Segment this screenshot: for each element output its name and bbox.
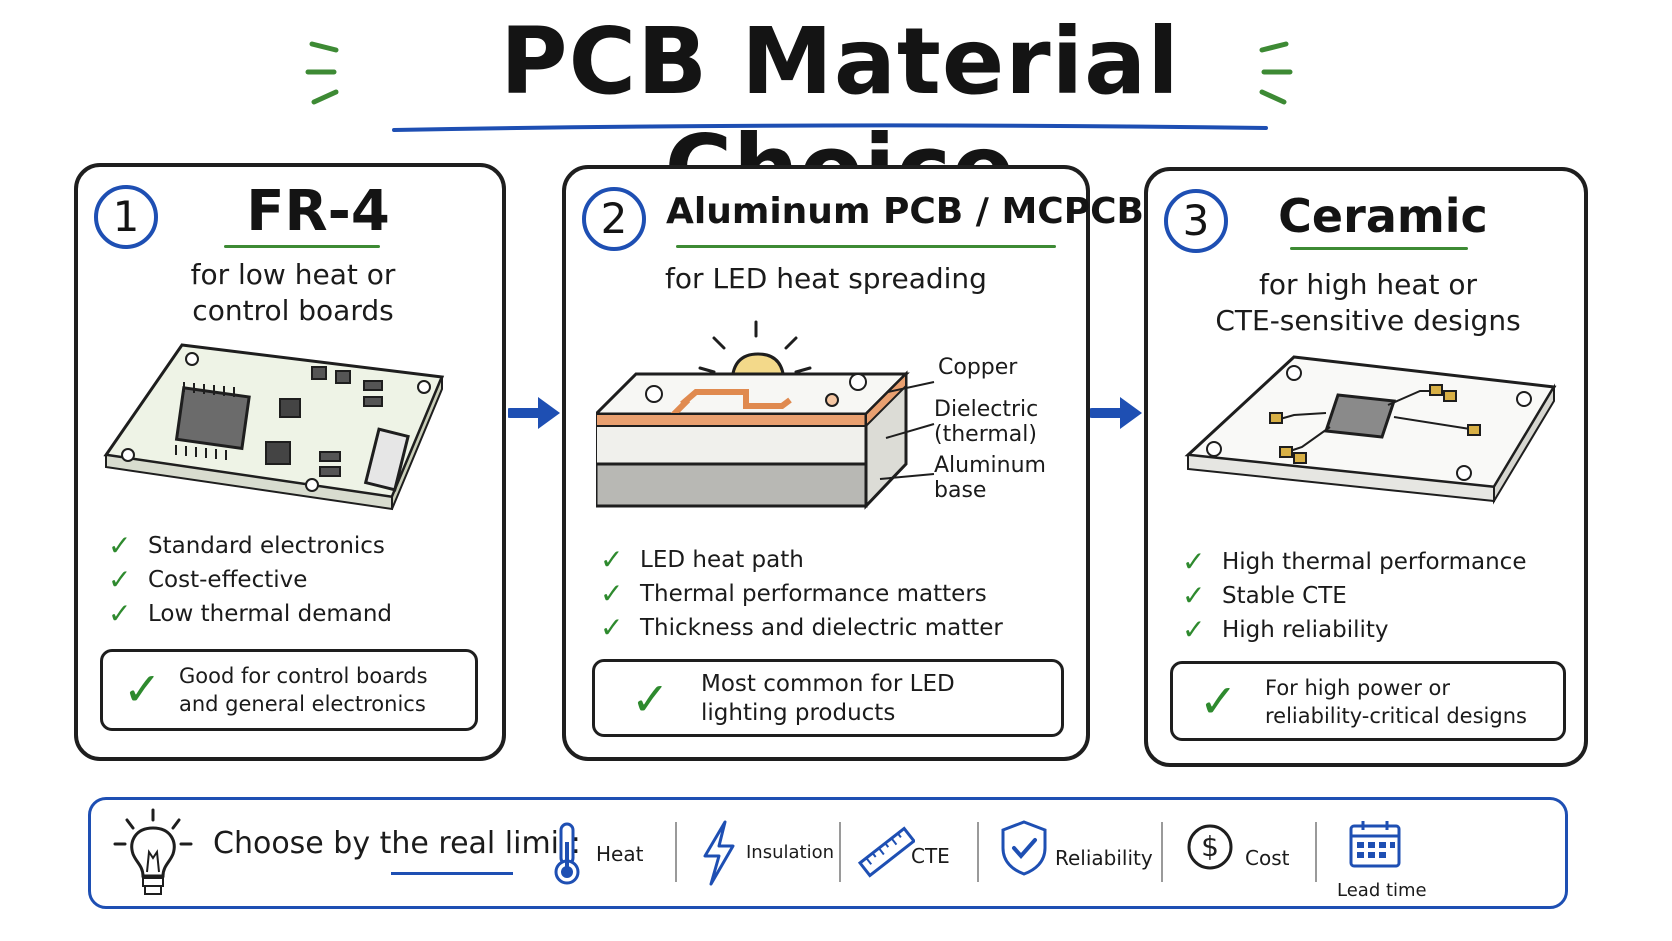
title-area: PCB Material Choice	[0, 0, 1672, 222]
list-item: ✓ Low thermal demand	[108, 597, 392, 631]
divider	[977, 822, 979, 882]
card-subtitle: for low heat or control boards	[190, 258, 396, 327]
check-icon: ✓	[1199, 674, 1238, 728]
check-icon: ✓	[631, 672, 670, 726]
summary-note: ✓ Most common for LED lighting products	[592, 659, 1064, 737]
layer-label-aluminum-base: Aluminum base	[934, 453, 1046, 503]
card-number-badge: 2	[582, 187, 646, 251]
check-icon: ✓	[108, 563, 132, 596]
check-icon: ✓	[600, 611, 624, 644]
benefit-text: Cost-effective	[148, 567, 308, 593]
check-icon: ✓	[108, 597, 132, 630]
benefit-text: Low thermal demand	[148, 601, 393, 627]
layer-label-dielectric: Dielectric (thermal)	[934, 397, 1039, 447]
benefit-text: High thermal performance	[1222, 549, 1527, 575]
card-ceramic: 3 Ceramic for high heat or CTE-sensitive…	[1144, 167, 1588, 767]
list-item: ✓ LED heat path	[600, 543, 1003, 577]
benefit-text: Thermal performance matters	[640, 581, 987, 607]
card-aluminum-mcpcb: 2 Aluminum PCB / MCPCB for LED heat spre…	[562, 165, 1144, 761]
ceramic-benefit-list: ✓ High thermal performance ✓ Stable CTE ✓ H…	[1182, 545, 1526, 647]
lightning-icon	[703, 820, 735, 886]
divider	[675, 822, 677, 882]
check-icon: ✓	[1182, 579, 1206, 612]
check-icon: ✓	[108, 529, 132, 562]
title-underline	[224, 245, 380, 248]
benefit-text: Standard electronics	[148, 533, 385, 559]
list-item: ✓ High thermal performance	[1182, 545, 1526, 579]
ceramic-board-illustration	[1184, 355, 1557, 505]
card-number-badge: 1	[94, 185, 158, 249]
dollar-icon: $	[1187, 824, 1233, 870]
benefit-text: High reliability	[1222, 617, 1389, 643]
shield-check-icon	[1001, 820, 1047, 876]
factor-label-heat: Heat	[596, 842, 644, 866]
list-item: ✓ Stable CTE	[1182, 579, 1526, 613]
benefit-text: Stable CTE	[1222, 583, 1347, 609]
card-subtitle: for high heat or CTE-sensitive designs	[1215, 268, 1521, 337]
fr4-board-illustration	[103, 343, 445, 511]
prompt-underline	[391, 872, 513, 875]
choose-prompt: Choose by the real limit:	[213, 826, 581, 861]
list-item: ✓ Thermal performance matters	[600, 577, 1003, 611]
fr4-benefit-list: ✓ Standard electronics ✓ Cost-effective ✓ L…	[108, 529, 392, 631]
card-subtitle: for LED heat spreading	[665, 262, 987, 295]
card-fr4: 1 FR-4 for low heat or control boards ✓ S…	[74, 163, 506, 761]
check-icon: ✓	[123, 662, 162, 716]
selection-factors-bar: Choose by the real limit: Heat Insulatio…	[88, 797, 1568, 909]
left-accent-dashes	[305, 41, 339, 105]
title-underline	[1290, 247, 1468, 250]
check-icon: ✓	[1182, 545, 1206, 578]
card-title: Aluminum PCB / MCPCB	[666, 191, 1144, 232]
summary-note: ✓ For high power or reliability-critical…	[1170, 661, 1566, 741]
title-underline	[392, 123, 1268, 132]
divider	[1161, 822, 1163, 882]
note-text: Most common for LED lighting products	[701, 671, 955, 726]
arrow-right-icon	[508, 397, 560, 429]
arrow-right-icon	[1090, 397, 1142, 429]
factor-label-insulation: Insulation	[746, 842, 835, 863]
benefit-text: Thickness and dielectric matter	[640, 615, 1003, 641]
benefit-text: LED heat path	[640, 547, 804, 573]
note-text: For high power or reliability-critical d…	[1265, 676, 1527, 728]
layer-label-copper: Copper	[938, 355, 1018, 380]
mcpcb-benefit-list: ✓ LED heat path ✓ Thermal performance matt…	[600, 543, 1003, 645]
list-item: ✓ Cost-effective	[108, 563, 392, 597]
card-number-badge: 3	[1164, 189, 1228, 253]
list-item: ✓ Standard electronics	[108, 529, 392, 563]
divider	[839, 822, 841, 882]
check-icon: ✓	[1182, 613, 1206, 646]
factor-label-cost: Cost	[1245, 846, 1290, 870]
list-item: ✓ High reliability	[1182, 613, 1526, 647]
list-item: ✓ Thickness and dielectric matter	[600, 611, 1003, 645]
svg-text:$: $	[1201, 830, 1219, 863]
factor-label-lead-time: Lead time	[1337, 880, 1427, 901]
factor-label-reliability: Reliability	[1055, 846, 1153, 870]
right-accent-dashes	[1259, 41, 1293, 105]
ruler-icon	[857, 826, 915, 878]
lightbulb-icon	[113, 808, 193, 895]
thermometer-icon	[554, 822, 580, 885]
title-underline	[676, 245, 1056, 248]
card-title: FR-4	[246, 179, 390, 244]
divider	[1315, 822, 1317, 882]
card-title: Ceramic	[1278, 189, 1488, 243]
note-text: Good for control boards and general elec…	[179, 664, 428, 716]
mcpcb-stack-illustration	[596, 320, 935, 510]
factor-label-cte: CTE	[911, 844, 950, 868]
check-icon: ✓	[600, 577, 624, 610]
calendar-icon	[1349, 821, 1401, 868]
check-icon: ✓	[600, 543, 624, 576]
summary-note: ✓ Good for control boards and general el…	[100, 649, 478, 731]
